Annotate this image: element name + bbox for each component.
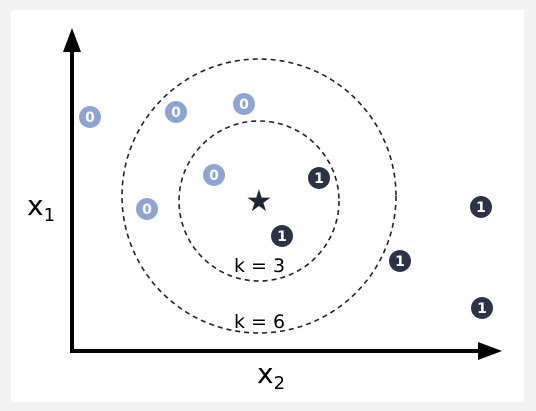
y-axis-arrow xyxy=(63,28,81,52)
class-1-point: 1 xyxy=(389,250,411,272)
k6-circle xyxy=(121,58,397,334)
point-label: 0 xyxy=(171,105,181,121)
x-axis-arrow xyxy=(478,342,502,360)
axes xyxy=(63,28,502,360)
point-label: 0 xyxy=(239,97,249,113)
point-marker xyxy=(389,250,411,272)
class-0-point: 0 xyxy=(165,101,187,123)
class-0-point: 0 xyxy=(136,198,158,220)
class-1-point: 1 xyxy=(308,167,330,189)
class-1-point: 1 xyxy=(471,297,493,319)
point-marker xyxy=(233,93,255,115)
k6-label: k = 6 xyxy=(234,311,285,333)
point-label: 1 xyxy=(277,229,287,245)
point-label: 1 xyxy=(477,301,487,317)
k3-circle xyxy=(178,120,340,282)
class-1-point: 1 xyxy=(470,196,492,218)
point-marker xyxy=(203,164,225,186)
k3-label: k = 3 xyxy=(234,255,285,277)
point-marker xyxy=(165,101,187,123)
class-0-point: 0 xyxy=(79,106,101,128)
x-axis-label: x2 xyxy=(257,357,286,394)
diagram-canvas: k = 3 k = 6 ★ 0 0 0 0 0 1 1 1 1 1 x1 x2 xyxy=(11,10,524,402)
point-label: 1 xyxy=(476,200,486,216)
y-axis-label: x1 xyxy=(27,189,56,226)
data-points: 0 0 0 0 0 1 1 1 1 1 xyxy=(79,93,493,319)
query-star-icon: ★ xyxy=(246,184,273,219)
point-marker xyxy=(471,297,493,319)
point-marker xyxy=(136,198,158,220)
class-1-point: 1 xyxy=(271,225,293,247)
class-0-point: 0 xyxy=(233,93,255,115)
point-label: 0 xyxy=(209,168,219,184)
point-label: 1 xyxy=(395,254,405,270)
point-marker xyxy=(308,167,330,189)
point-marker xyxy=(79,106,101,128)
point-label: 0 xyxy=(85,110,95,126)
point-marker xyxy=(271,225,293,247)
class-0-point: 0 xyxy=(203,164,225,186)
knn-diagram: k = 3 k = 6 ★ 0 0 0 0 0 1 1 1 1 1 xyxy=(63,28,502,360)
point-marker xyxy=(470,196,492,218)
point-label: 1 xyxy=(314,171,324,187)
point-label: 0 xyxy=(142,202,152,218)
